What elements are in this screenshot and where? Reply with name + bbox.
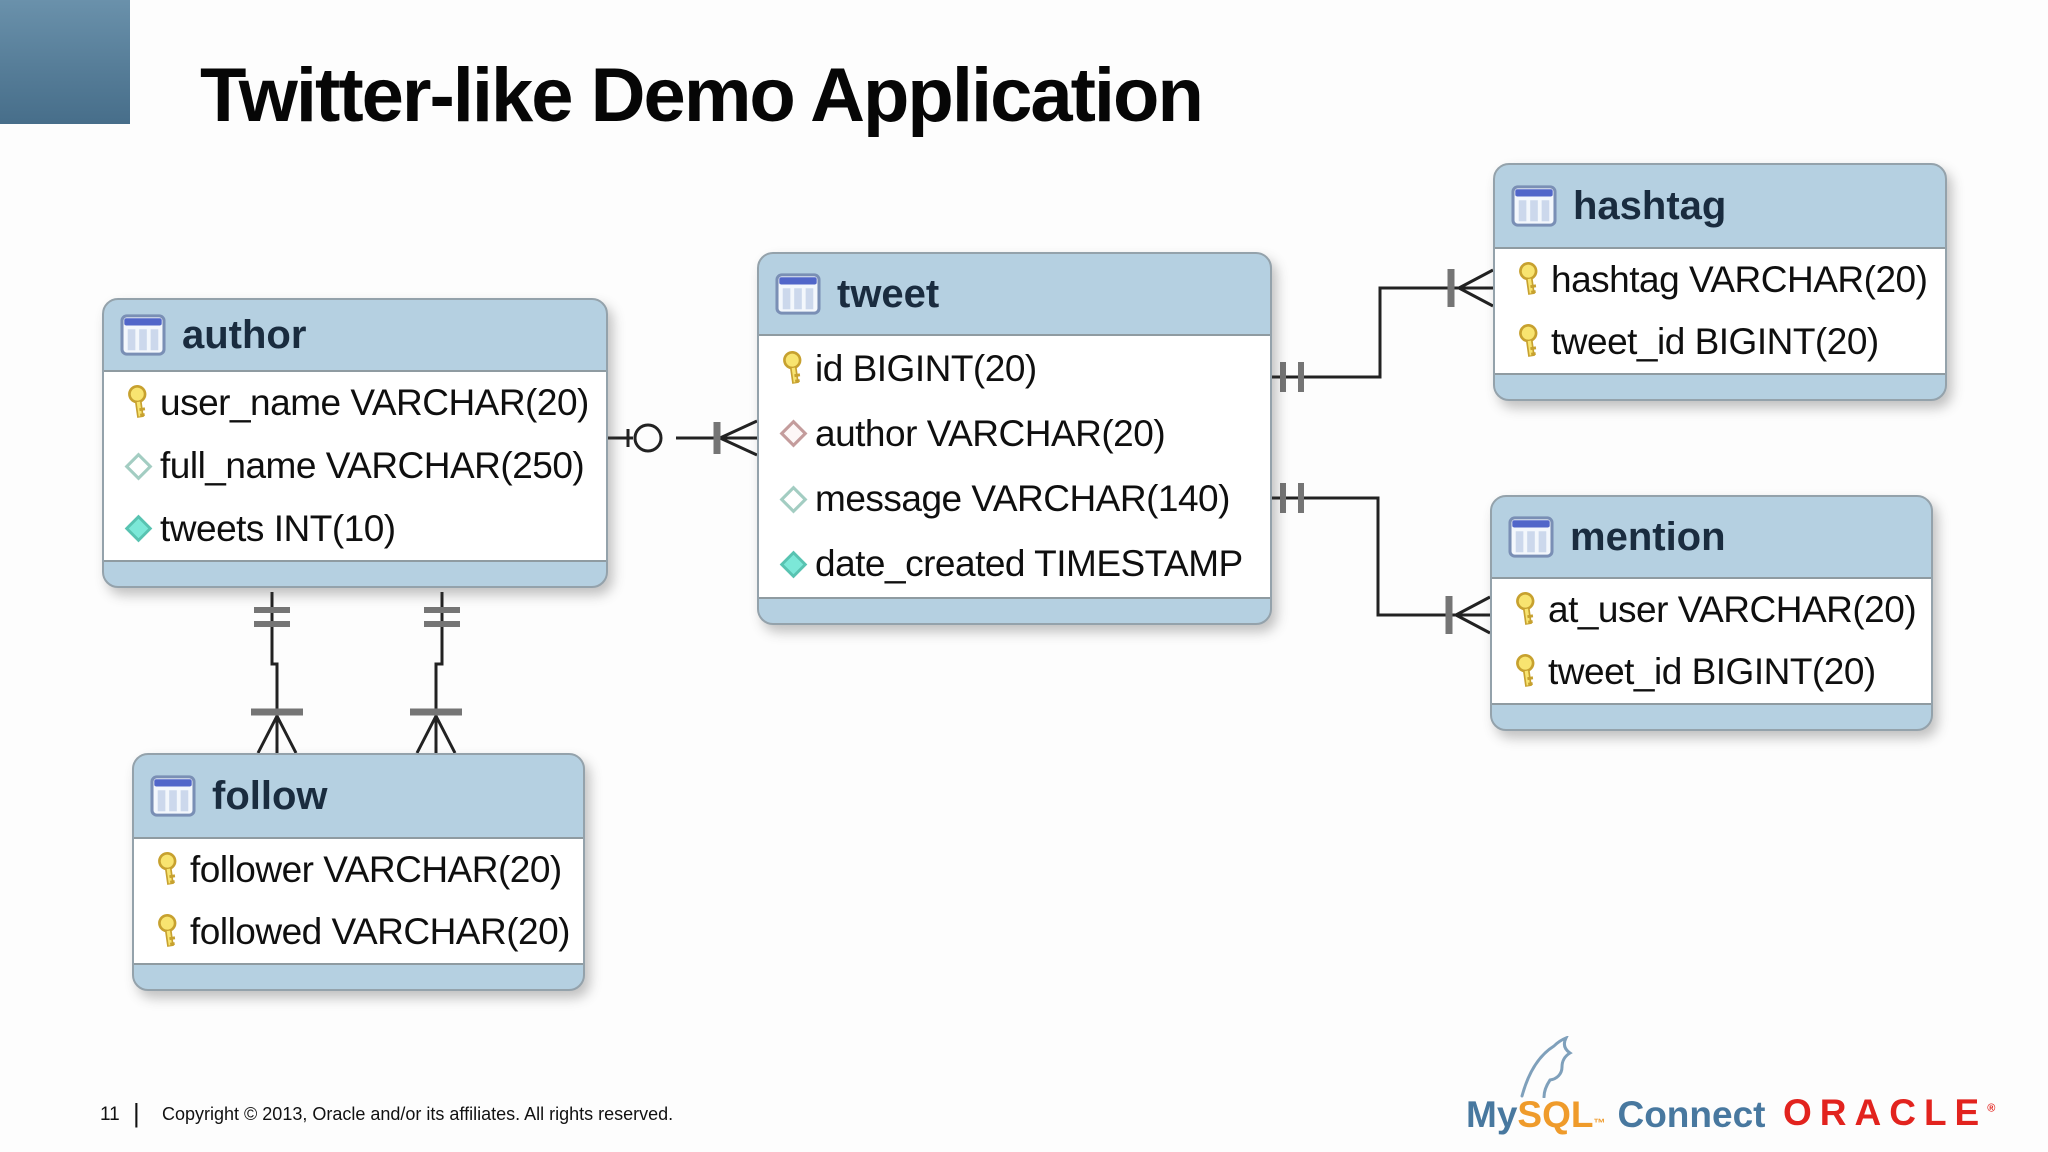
column-row: tweets INT(10) (104, 497, 606, 560)
table-name: mention (1570, 514, 1726, 559)
diamond-filled-icon (116, 513, 160, 544)
column-row: followed VARCHAR(20) (134, 901, 583, 963)
column-label: date_created TIMESTAMP (815, 543, 1243, 585)
key-icon (146, 913, 190, 951)
diamond-hollow-icon (116, 451, 160, 482)
relation-tweet-hashtag (1272, 268, 1494, 392)
table-mention: mention at_user VARCHAR(20) tweet_id BIGI… (1490, 495, 1933, 731)
column-row: user_name VARCHAR(20) (104, 372, 606, 435)
column-label: full_name VARCHAR(250) (160, 445, 585, 486)
page-number: 11 (100, 1104, 120, 1125)
table-mention-columns: at_user VARCHAR(20) tweet_id BIGINT(20) (1492, 577, 1931, 705)
column-label: followed VARCHAR(20) (190, 911, 571, 952)
column-label: author VARCHAR(20) (815, 412, 1166, 454)
table-icon (1511, 185, 1557, 227)
table-tweet: tweet id BIGINT(20) author VARCHAR(20) mes… (757, 252, 1272, 625)
key-icon (771, 350, 815, 388)
table-hashtag-header: hashtag (1495, 165, 1945, 247)
table-name: hashtag (1573, 183, 1727, 228)
key-icon (1507, 323, 1551, 361)
table-follow: follow follower VARCHAR(20) followed VARC… (132, 753, 585, 991)
column-label: user_name VARCHAR(20) (160, 382, 589, 424)
relation-author-follow-left (251, 592, 303, 754)
column-row: author VARCHAR(20) (759, 401, 1270, 466)
table-tweet-columns: id BIGINT(20) author VARCHAR(20) message V… (759, 334, 1270, 599)
relation-author-follow-right (410, 592, 462, 754)
key-icon (1507, 261, 1551, 299)
table-tweet-header: tweet (759, 254, 1270, 334)
table-follow-header: follow (134, 755, 583, 837)
diamond-fk-icon (771, 418, 815, 449)
diamond-filled-icon (771, 549, 815, 580)
table-author-header: author (104, 300, 606, 370)
trademark-mark: ™ (1593, 1116, 1606, 1130)
column-row: message VARCHAR(140) (759, 467, 1270, 532)
oracle-logo-text: ORACLE (1783, 1092, 1988, 1133)
table-mention-header: mention (1492, 497, 1931, 577)
key-icon (146, 851, 190, 889)
key-icon (1504, 653, 1548, 691)
table-hashtag-columns: hashtag VARCHAR(20) tweet_id BIGINT(20) (1495, 247, 1945, 375)
table-icon (150, 775, 196, 817)
column-row: tweet_id BIGINT(20) (1495, 311, 1945, 373)
table-name: follow (212, 773, 328, 818)
oracle-logo: ORACLE® (1783, 1092, 1995, 1134)
relation-tweet-mention (1272, 483, 1491, 635)
relation-author-tweet (608, 419, 758, 457)
column-label: message VARCHAR(140) (815, 478, 1230, 520)
page-title: Twitter-like Demo Application (200, 53, 1204, 138)
mysql-logo-my: My (1466, 1094, 1518, 1135)
column-label: tweet_id BIGINT(20) (1548, 651, 1876, 692)
mysql-dolphin-icon (1520, 1036, 1573, 1098)
column-row: tweet_id BIGINT(20) (1492, 641, 1931, 703)
column-label: id BIGINT(20) (815, 347, 1037, 389)
table-author-columns: user_name VARCHAR(20) full_name VARCHAR(2… (104, 370, 606, 562)
table-icon (1508, 516, 1554, 558)
table-author: author user_name VARCHAR(20) full_name VA… (102, 298, 608, 588)
footer-separator: | (133, 1098, 140, 1128)
table-icon (775, 273, 821, 315)
column-label: tweet_id BIGINT(20) (1551, 321, 1879, 362)
column-label: follower VARCHAR(20) (190, 849, 562, 890)
table-follow-columns: follower VARCHAR(20) followed VARCHAR(20) (134, 837, 583, 965)
mysql-connect-logo: MySQL™ Connect (1466, 1094, 1765, 1136)
column-label: hashtag VARCHAR(20) (1551, 259, 1928, 300)
mysql-logo-connect: Connect (1617, 1094, 1766, 1135)
column-row: date_created TIMESTAMP (759, 532, 1270, 597)
corner-decoration (0, 0, 130, 124)
column-row: at_user VARCHAR(20) (1492, 579, 1931, 641)
table-icon (120, 314, 166, 356)
table-name: tweet (837, 271, 940, 316)
column-row: hashtag VARCHAR(20) (1495, 249, 1945, 311)
diamond-hollow-icon (771, 484, 815, 515)
key-icon (1504, 591, 1548, 629)
registered-mark: ® (1987, 1102, 1996, 1115)
column-row: full_name VARCHAR(250) (104, 435, 606, 498)
column-row: follower VARCHAR(20) (134, 839, 583, 901)
key-icon (116, 384, 160, 422)
column-label: tweets INT(10) (160, 507, 396, 549)
column-row: id BIGINT(20) (759, 336, 1270, 401)
mysql-logo-sql: SQL (1517, 1094, 1594, 1135)
table-hashtag: hashtag hashtag VARCHAR(20) tweet_id BIGI… (1493, 163, 1947, 401)
copyright-text: Copyright © 2013, Oracle and/or its affi… (162, 1104, 674, 1124)
column-label: at_user VARCHAR(20) (1548, 589, 1917, 630)
table-name: author (182, 312, 307, 357)
